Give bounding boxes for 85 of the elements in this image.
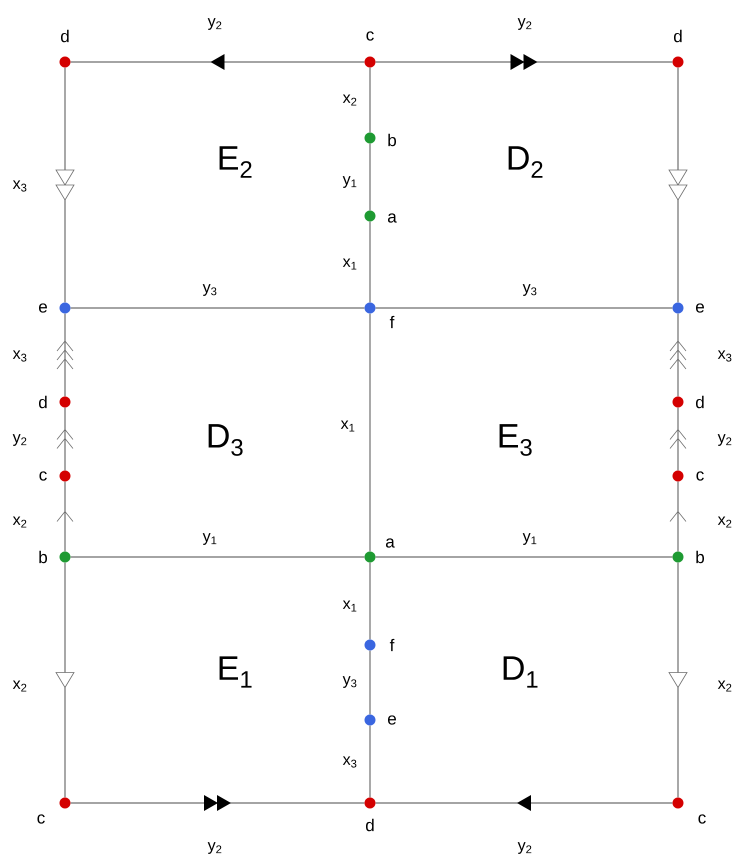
- region-label: D$_{3}$: [208, 424, 243, 456]
- vertex-dot: [364, 640, 376, 650]
- vertex-label: b: [696, 550, 704, 564]
- vertex-dot: [364, 552, 376, 562]
- vertex-label: b: [388, 134, 396, 146]
- vertex-label: d: [366, 818, 374, 832]
- region-label: E$_{3}$: [500, 424, 532, 456]
- vertex-label: d: [696, 396, 704, 408]
- edge-label: y$_{2}$: [518, 18, 532, 30]
- edge-label: x$_{3}$: [12, 180, 26, 192]
- line: [369, 726, 371, 798]
- edge-label: y$_{2}$: [208, 842, 222, 854]
- vertex-label: e: [388, 715, 396, 725]
- vertex-dot: [672, 396, 684, 408]
- vertex-label: f: [390, 638, 394, 652]
- vertex-dot: [364, 210, 376, 222]
- vertex-dot: [364, 302, 376, 314]
- edge-label: y$_{2}$: [518, 842, 532, 854]
- vertex-label: c: [366, 31, 374, 41]
- vertex-dot: [672, 470, 684, 482]
- edge-label: y$_{3}$: [202, 284, 216, 296]
- vertex-label: b: [39, 550, 47, 564]
- vertex-dot: [364, 798, 376, 808]
- edge-label: y$_{2}$: [12, 434, 26, 446]
- line: [369, 650, 371, 714]
- region-label: E$_{1}$: [220, 656, 252, 688]
- vertex-dot: [364, 132, 376, 144]
- arrow: [376, 795, 672, 811]
- region-label: D$_{1}$: [504, 656, 538, 688]
- edge-label: x$_{1}$: [342, 600, 356, 612]
- arrow: [376, 54, 672, 70]
- line: [369, 314, 371, 552]
- vertex-label: a: [388, 213, 397, 223]
- line: [376, 307, 672, 309]
- edge-label: x$_{2}$: [12, 680, 26, 692]
- vertex-label: e: [39, 303, 47, 313]
- edge-label: x$_{2}$: [718, 516, 732, 528]
- edge-label: x$_{2}$: [342, 94, 356, 106]
- vertex-dot: [60, 56, 70, 68]
- vertex-dot: [60, 396, 70, 408]
- vertex-label: d: [674, 30, 682, 42]
- vertex-label: c: [37, 814, 45, 824]
- vertex-label: d: [39, 396, 47, 408]
- edge-label: x$_{1}$: [342, 258, 356, 270]
- edge-label: y$_{2}$: [718, 434, 732, 446]
- vertex-dot: [672, 552, 684, 562]
- region-label: E$_{2}$: [220, 146, 252, 178]
- arrow: [70, 54, 364, 70]
- line: [70, 307, 364, 309]
- vertex-dot: [672, 302, 684, 314]
- line: [376, 556, 672, 558]
- edge-label: x$_{3}$: [342, 756, 356, 768]
- vertex-label: c: [696, 471, 704, 481]
- arrow: [70, 795, 364, 811]
- vertex-dot: [60, 470, 70, 482]
- vertex-label: a: [386, 538, 395, 548]
- vertex-dot: [364, 56, 376, 68]
- vertex-dot: [364, 714, 376, 726]
- vertex-label: e: [696, 303, 704, 313]
- line: [369, 222, 371, 302]
- vertex-label: c: [39, 471, 47, 481]
- vertex-label: d: [61, 30, 69, 42]
- edge-label: x$_{3}$: [718, 350, 732, 362]
- edge-label: x$_{3}$: [12, 350, 26, 362]
- edge-label: y$_{1}$: [522, 533, 536, 545]
- line: [369, 144, 371, 210]
- vertex-label: c: [698, 814, 706, 824]
- edge-label: y$_{2}$: [208, 18, 222, 30]
- vertex-dot: [672, 798, 684, 808]
- vertex-dot: [60, 302, 70, 314]
- line: [369, 68, 371, 132]
- line: [70, 556, 364, 558]
- edge-label: y$_{1}$: [342, 176, 356, 188]
- vertex-dot: [60, 798, 70, 808]
- vertex-label: f: [390, 316, 394, 328]
- region-label: D$_{2}$: [508, 146, 542, 178]
- line: [369, 562, 371, 640]
- edge-label: y$_{3}$: [522, 284, 536, 296]
- edge-label: x$_{2}$: [12, 516, 26, 528]
- edge-label: x$_{2}$: [718, 680, 732, 692]
- edge-label: y$_{3}$: [342, 676, 356, 688]
- vertex-dot: [672, 56, 684, 68]
- edge-label: x$_{1}$: [340, 420, 354, 432]
- vertex-dot: [60, 552, 70, 562]
- edge-label: y$_{1}$: [202, 533, 216, 545]
